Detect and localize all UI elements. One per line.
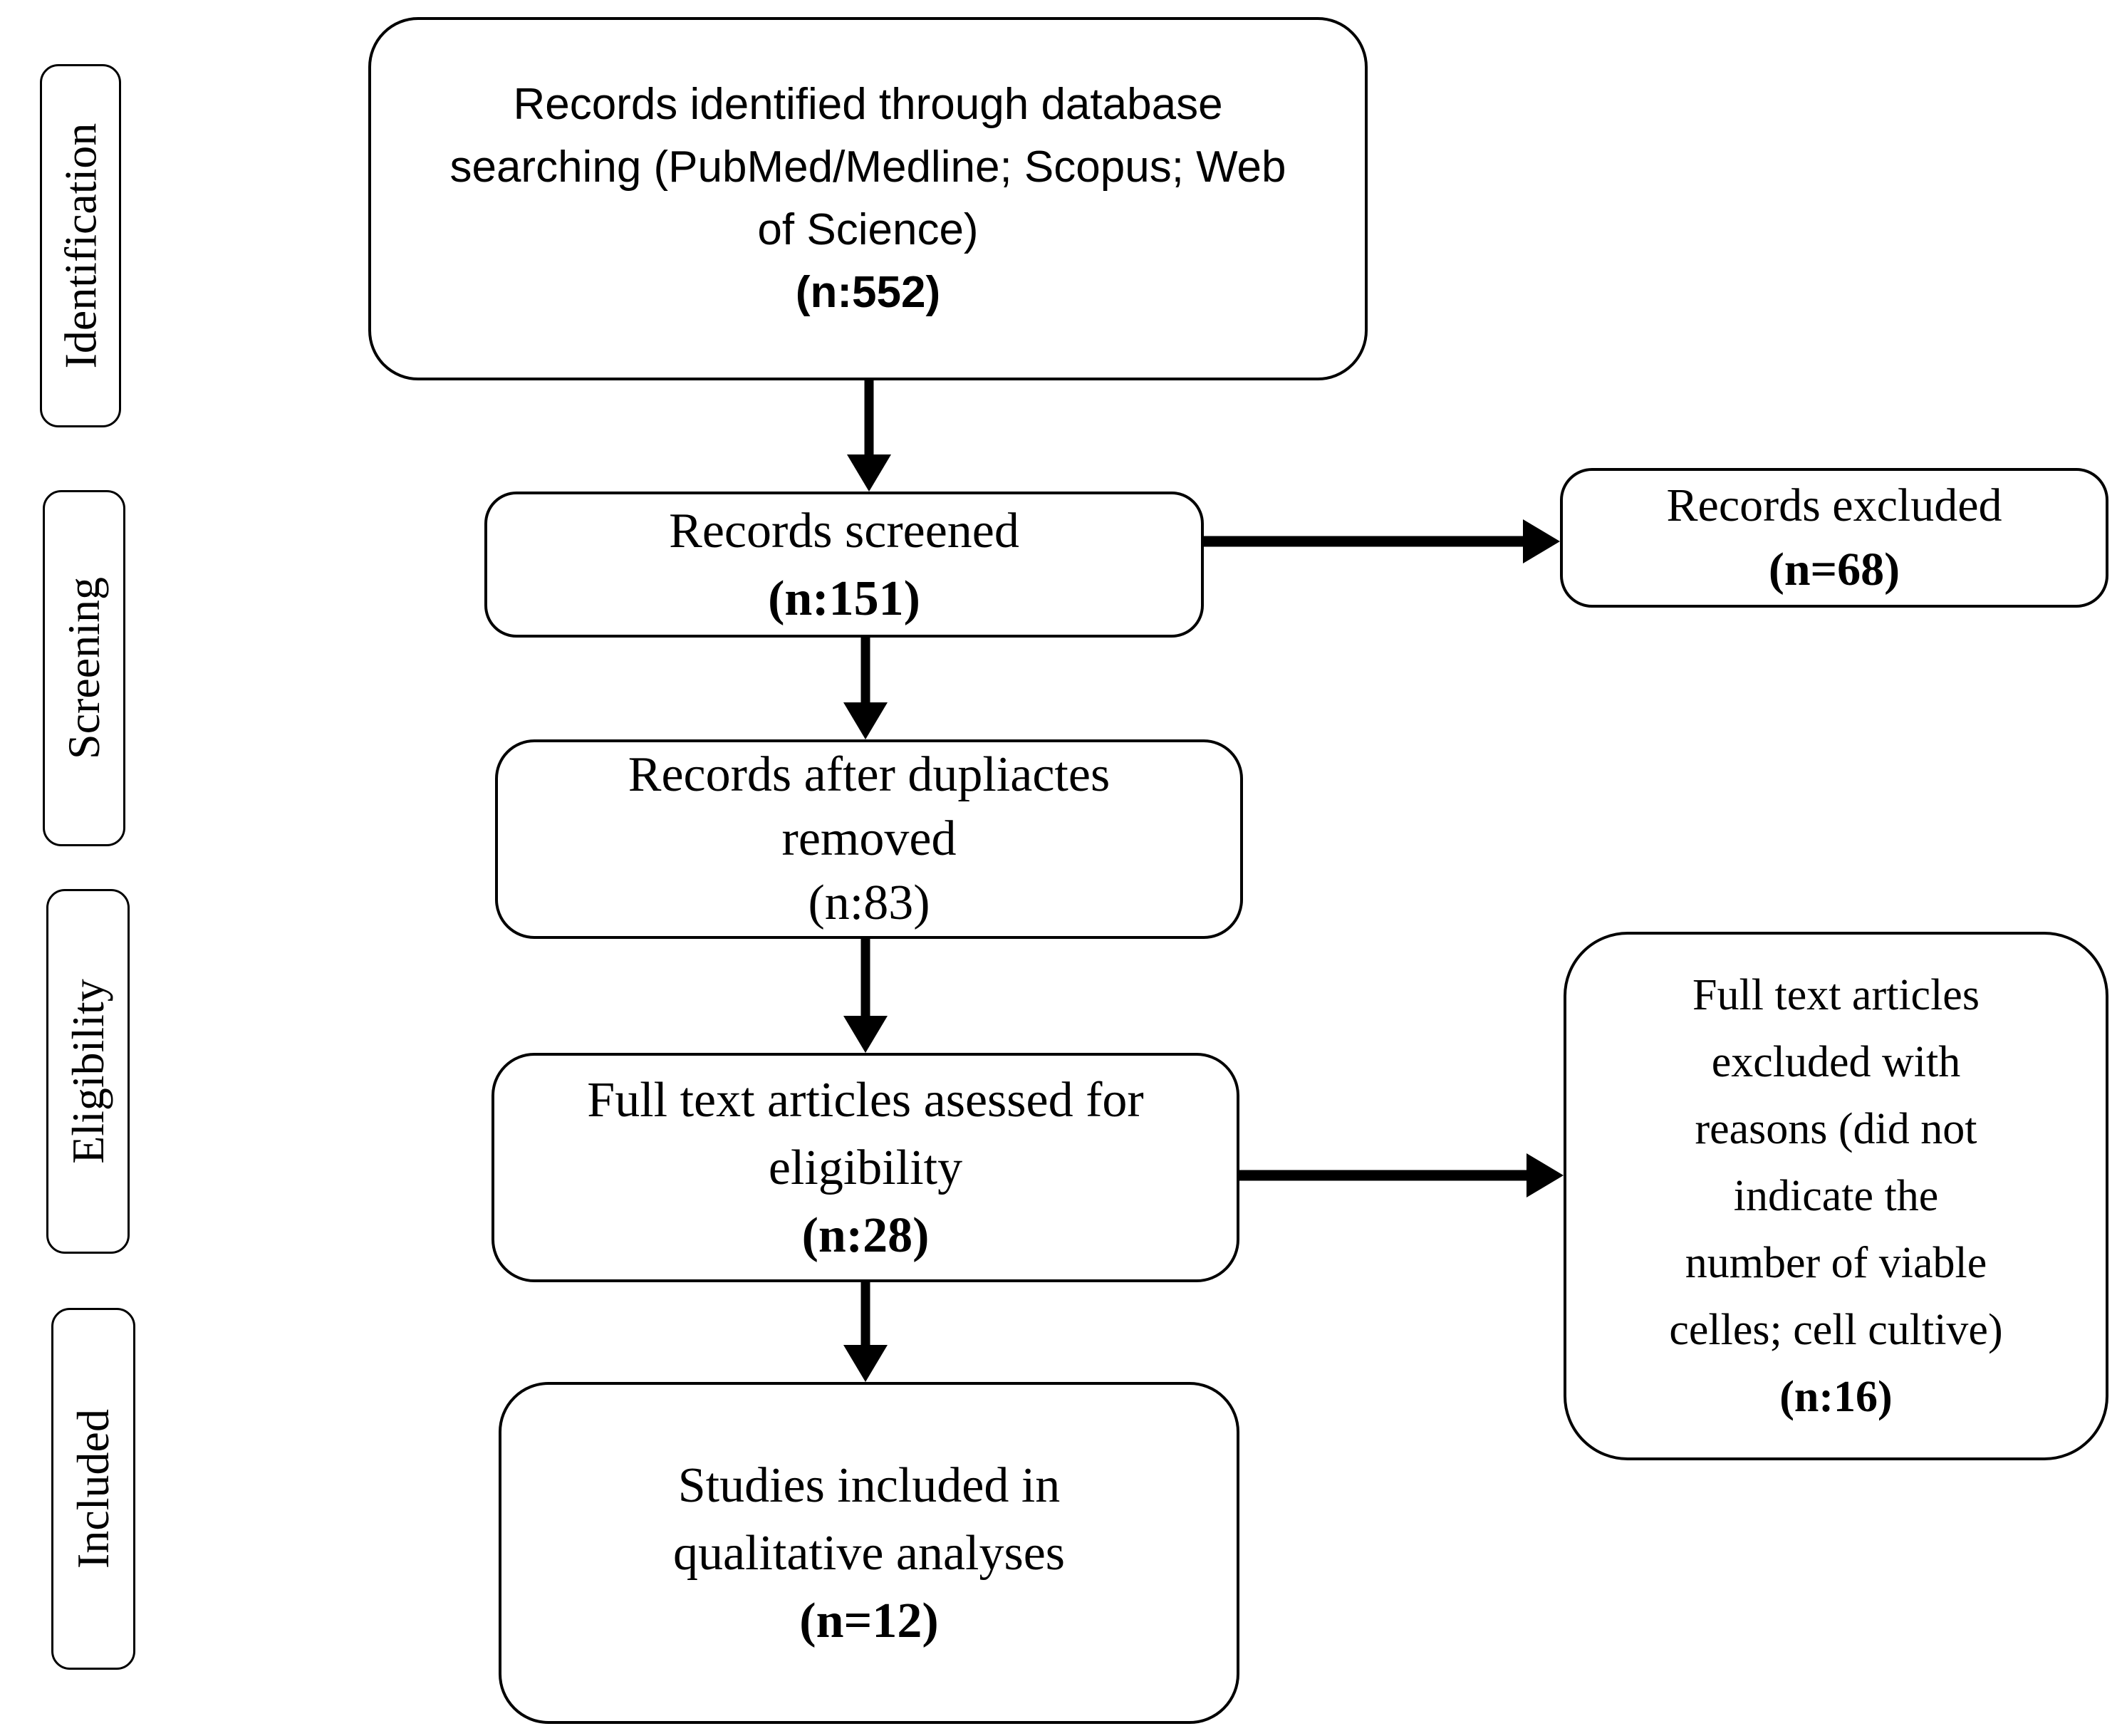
stage-screening-label: Screening [58, 577, 109, 759]
arrow-head-right-icon [1527, 1153, 1564, 1197]
stage-eligibility-label: Eligibility [62, 979, 113, 1164]
arrow-fulltext-to-studies [843, 1282, 888, 1382]
arrow-shaft [1204, 536, 1526, 547]
stage-eligibility: Eligibility [46, 889, 130, 1254]
box-studies-included: Studies included in qualitative analyses… [499, 1382, 1239, 1724]
box-studies-included-line-1: Studies included in [677, 1457, 1061, 1513]
box-records-identified-count: (n:552) [795, 268, 941, 317]
arrow-identified-to-screened [846, 380, 892, 492]
box-records-screened-count: (n:151) [768, 571, 920, 626]
box-fulltext-assessed-count: (n:28) [801, 1207, 930, 1263]
arrow-shaft [860, 1282, 870, 1346]
box-fulltext-assessed-line-1: Full text articles asessed for [587, 1072, 1144, 1128]
box-fulltext-assessed: Full text articles asessed for eligibili… [492, 1053, 1239, 1282]
arrow-head-down-icon [847, 454, 891, 492]
stage-identification-label: Identification [55, 123, 105, 369]
box-fulltext-excluded-line-4: indicate the [1733, 1172, 1939, 1220]
box-fulltext-excluded-count: (n:16) [1779, 1373, 1893, 1421]
arrow-duplicates-to-fulltext [843, 939, 888, 1053]
box-records-excluded-count: (n=68) [1768, 544, 1900, 596]
arrow-shaft [1239, 1170, 1529, 1181]
arrow-screened-to-duplicates [843, 638, 888, 739]
box-duplicates-removed: Records after dupliactes removed (n:83) [495, 739, 1243, 939]
box-records-identified: Records identified through database sear… [368, 17, 1368, 380]
arrow-head-down-icon [843, 1345, 888, 1382]
box-fulltext-excluded-line-2: excluded with [1711, 1038, 1961, 1086]
box-fulltext-excluded-line-5: number of viable [1685, 1239, 1987, 1287]
box-fulltext-assessed-line-2: eligibility [768, 1140, 963, 1195]
box-studies-included-count: (n=12) [799, 1593, 939, 1648]
box-duplicates-removed-count: (n:83) [808, 875, 930, 930]
box-fulltext-excluded: Full text articles excluded with reasons… [1564, 932, 2108, 1460]
arrow-head-down-icon [843, 1016, 888, 1053]
box-records-excluded: Records excluded (n=68) [1560, 468, 2108, 608]
box-records-excluded-line-1: Records excluded [1666, 479, 2002, 531]
arrow-head-down-icon [843, 702, 888, 739]
box-fulltext-excluded-line-6: celles; cell cultive) [1669, 1306, 2003, 1354]
box-studies-included-line-2: qualitative analyses [672, 1525, 1066, 1581]
box-fulltext-excluded-line-1: Full text articles [1692, 971, 1980, 1019]
arrow-fulltext-to-fulltext-excluded [1239, 1153, 1564, 1198]
stage-included-label: Included [68, 1409, 118, 1569]
box-records-identified-line-3: of Science) [757, 205, 979, 254]
arrow-shaft [860, 638, 870, 704]
arrow-shaft [860, 939, 870, 1017]
arrow-screened-to-excluded [1204, 519, 1560, 564]
stage-included: Included [51, 1308, 135, 1670]
box-records-screened-line-1: Records screened [669, 503, 1019, 558]
box-records-identified-line-1: Records identified through database [513, 80, 1223, 129]
stage-screening: Screening [43, 490, 125, 846]
box-records-identified-line-2: searching (PubMed/Medline; Scopus; Web [449, 142, 1286, 192]
box-records-screened: Records screened (n:151) [484, 492, 1204, 638]
box-fulltext-excluded-line-3: reasons (did not [1695, 1105, 1977, 1153]
arrow-head-right-icon [1523, 519, 1560, 563]
box-duplicates-removed-line-2: removed [781, 811, 957, 866]
stage-identification: Identification [40, 64, 121, 427]
box-duplicates-removed-line-1: Records after dupliactes [628, 747, 1111, 802]
arrow-shaft [864, 380, 874, 456]
